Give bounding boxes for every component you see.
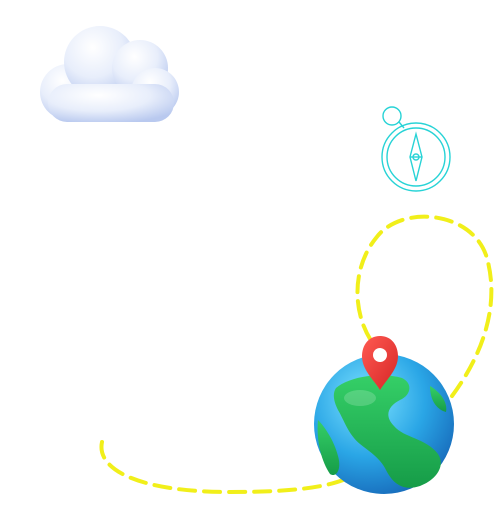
cloud-icon [40, 26, 179, 122]
dashed-route-path [99, 440, 350, 495]
dashed-route-loop [355, 214, 494, 398]
globe-icon [314, 354, 454, 494]
location-pin-icon [362, 336, 398, 390]
compass-icon [381, 106, 451, 192]
